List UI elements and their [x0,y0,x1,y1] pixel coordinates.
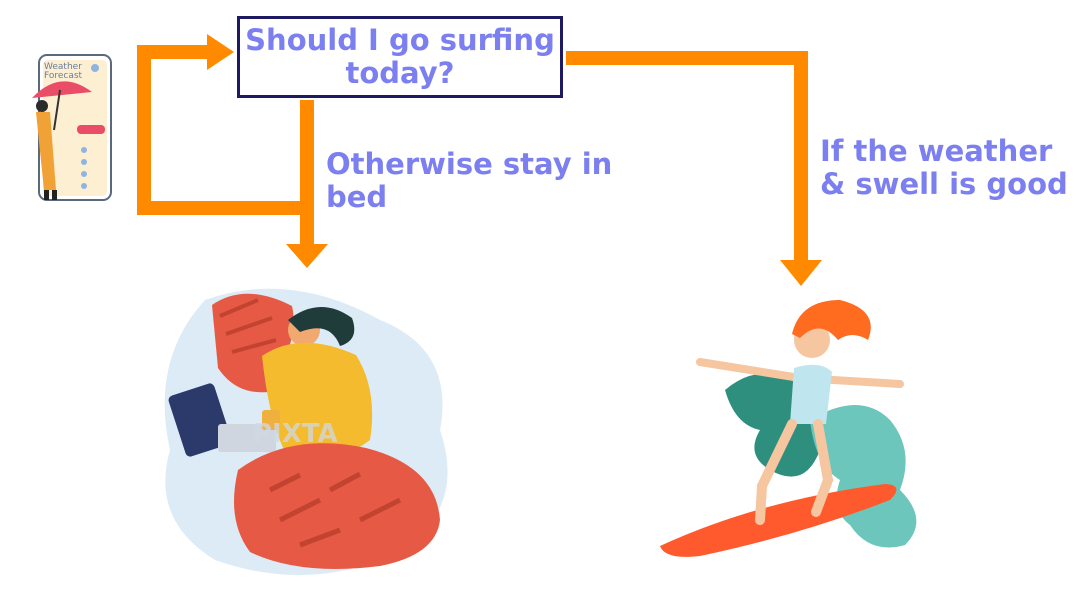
bed-arrowhead [286,244,328,268]
surf-arrowhead [780,260,822,286]
watermark-text: PIXTA [253,419,338,449]
loop-arrow-line [137,45,307,215]
question-text: Should I go surfing today? [245,23,555,90]
surf-arrow-line [566,51,808,262]
surfer-illustration [660,300,917,557]
bed-illustration [164,288,448,575]
weather-phone-illustration: Weather Forecast [32,54,112,201]
stay-branch-label: Otherwise stay in bed [326,147,613,214]
question-box: Should I go surfing today? [237,16,563,98]
loop-arrowhead [207,34,234,70]
surf-branch-label: If the weather & swell is good [820,134,1068,201]
phone-title-line2: Forecast [44,71,83,81]
phone-title-line1: Weather [44,62,82,72]
